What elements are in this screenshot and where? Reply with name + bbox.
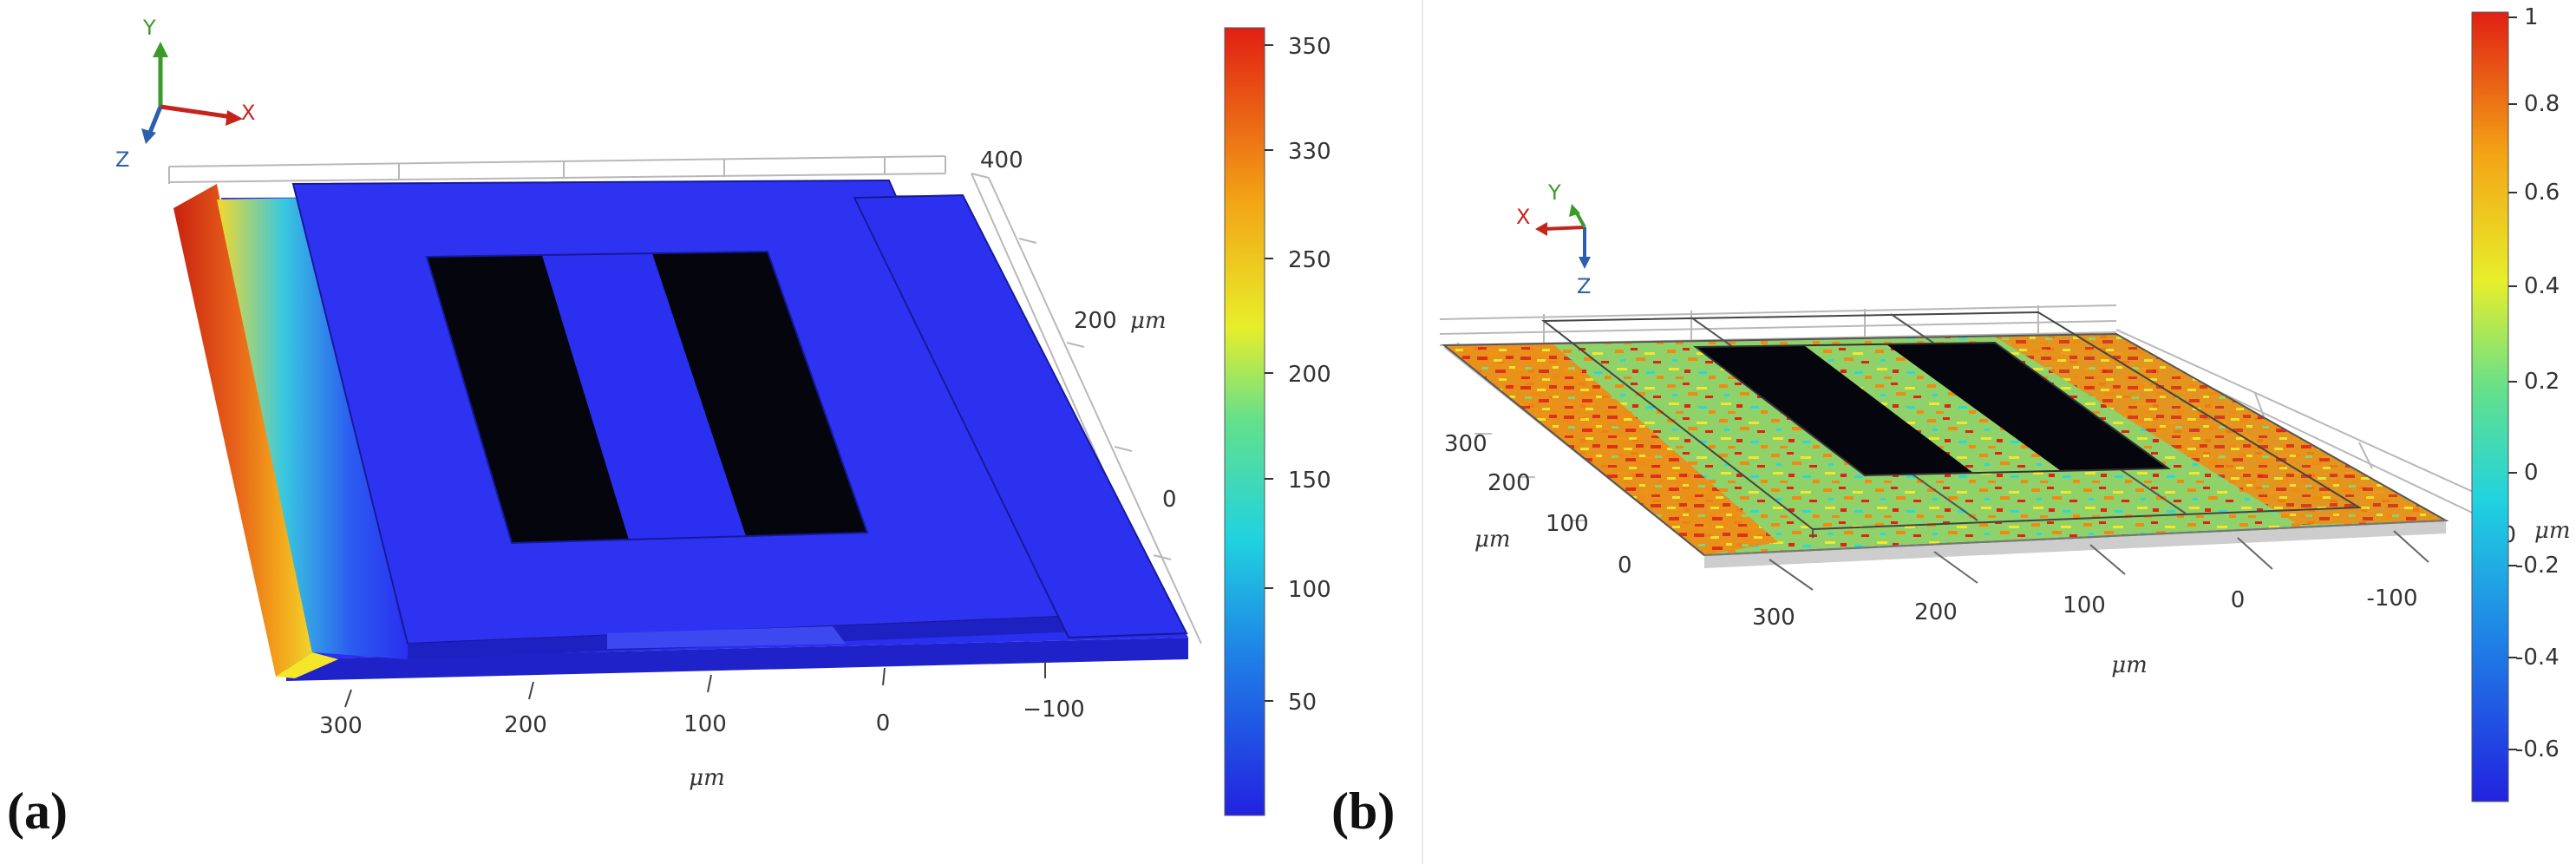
panel-a-base-slab-edge bbox=[286, 638, 1188, 681]
panel-b-right-axis-unit: μm bbox=[2534, 518, 2571, 544]
panel-a-colorbar bbox=[1224, 27, 1265, 816]
panel-a-triad-x-label: X bbox=[241, 101, 255, 125]
panel-b-label: (b) bbox=[1331, 782, 1396, 840]
panel-a-x-tick-labels: 300 200 100 0 −100 bbox=[319, 697, 1085, 739]
panel-b-colorbar-tick-label: 0.2 bbox=[2524, 369, 2560, 395]
panel-a-x-axis-unit: μm bbox=[689, 765, 725, 791]
panel-a-colorbar-tick-label: 250 bbox=[1288, 247, 1331, 273]
panel-a-triad-y-label: Y bbox=[142, 16, 156, 40]
panel-a-hot-corner bbox=[276, 652, 338, 678]
panel-b-z-axis-unit: μm bbox=[1474, 527, 1511, 553]
panel-a-colorbar-tick-label: 150 bbox=[1288, 468, 1331, 494]
panel-b-opening-left bbox=[1696, 345, 1973, 475]
panel-b-x-tick-label: 100 bbox=[2063, 592, 2106, 619]
panel-b-colorbar-tick-label: 0.8 bbox=[2524, 91, 2560, 117]
panel-b: 300 200 100 0 -100 μm 300 200 100 μm 0 0… bbox=[1439, 4, 2571, 802]
panel-a-colorbar-tick-label: 200 bbox=[1288, 362, 1331, 388]
panel-b-hot-band-right bbox=[1995, 334, 2446, 525]
panel-b-x-tick-labels: 300 200 100 0 -100 bbox=[1752, 586, 2417, 631]
panel-b-triad-y-label: Y bbox=[1547, 180, 1561, 205]
panel-b-colorbar-tick-label: 0.6 bbox=[2524, 180, 2560, 206]
panel-b-base-plane-edge bbox=[1704, 520, 2446, 568]
panel-b-colorbar-tick-label: -0.2 bbox=[2515, 553, 2560, 579]
panel-b-triad-z-label: Z bbox=[1577, 274, 1591, 298]
panel-a: 300 200 100 0 −100 μm 400 200 μm 0 Y X bbox=[115, 16, 1331, 816]
panel-a-x-tick-label: 200 bbox=[504, 712, 547, 738]
panel-b-axis-triad: X Y Z bbox=[1516, 180, 1591, 298]
panel-b-z-tick-label: 100 bbox=[1546, 511, 1589, 537]
panel-b-x-tick-label: -100 bbox=[2366, 586, 2417, 612]
panel-a-colorbar-tick-label: 100 bbox=[1288, 577, 1331, 603]
panel-a-hot-floor bbox=[217, 198, 408, 659]
panel-a-right-strip bbox=[853, 193, 1188, 639]
panel-b-raised-frame bbox=[1541, 311, 2363, 531]
panel-b-x-tick-label: 300 bbox=[1752, 605, 1795, 631]
panel-a-x-tick-label: −100 bbox=[1023, 697, 1084, 723]
panel-a-colorbar-ticks bbox=[1265, 44, 1273, 702]
panel-b-z-tick-label: 200 bbox=[1487, 470, 1531, 496]
panel-a-x-tick-label: 0 bbox=[876, 710, 891, 736]
panel-a-triad-z-label: Z bbox=[115, 147, 129, 172]
panel-a-y-axis-unit: μm bbox=[1130, 308, 1167, 334]
panel-a-colorbar-tick-label: 50 bbox=[1288, 690, 1317, 716]
panel-a-y-tick-label: 0 bbox=[1162, 487, 1177, 513]
panel-b-z-tick-label: 0 bbox=[1618, 553, 1632, 579]
panel-b-triad-x-label: X bbox=[1516, 205, 1530, 229]
panel-b-opening-border bbox=[1693, 341, 2171, 477]
panel-a-hot-wall bbox=[173, 184, 312, 677]
panel-a-bottom-axis bbox=[344, 661, 1046, 708]
panel-b-bottom-axis bbox=[1703, 520, 2447, 591]
panel-b-colorbar-tick-label: 1 bbox=[2524, 4, 2539, 30]
panel-a-opening-left bbox=[427, 255, 629, 543]
panel-b-hot-band-left bbox=[1444, 344, 1778, 555]
panel-a-axis-triad: Y X Z bbox=[115, 16, 255, 172]
panel-a-y-tick-label: 400 bbox=[980, 147, 1023, 173]
panel-b-x-tick-label: 200 bbox=[1914, 599, 1958, 625]
panel-b-colorbar-tick-label: -0.6 bbox=[2515, 736, 2560, 763]
panel-b-x-tick-label: 0 bbox=[2231, 587, 2246, 613]
panel-a-x-tick-label: 100 bbox=[683, 711, 727, 737]
panel-b-opening-right bbox=[1886, 343, 2168, 470]
panel-a-x-tick-label: 300 bbox=[319, 713, 363, 739]
panel-b-opening-middle bbox=[1804, 344, 2060, 473]
panel-a-colorbar-tick-label: 350 bbox=[1288, 34, 1331, 60]
panel-b-colorbar-tick-label: 0.4 bbox=[2524, 273, 2560, 299]
panel-b-colorbar-tick-label: -0.4 bbox=[2515, 645, 2560, 671]
panel-b-z-tick-label: 300 bbox=[1444, 431, 1487, 457]
panel-a-opening-right bbox=[652, 252, 867, 536]
panel-b-colorbar-ticks bbox=[2508, 16, 2517, 750]
panel-a-label: (a) bbox=[7, 782, 68, 840]
panel-a-bottom-tab bbox=[607, 626, 846, 649]
panel-b-colorbar-tick-label: 0 bbox=[2524, 460, 2539, 486]
panel-a-colorbar-tick-label: 330 bbox=[1288, 139, 1331, 165]
panel-a-opening-border bbox=[425, 250, 869, 545]
panel-a-opening-middle bbox=[542, 253, 746, 540]
panel-b-x-axis-unit: μm bbox=[2111, 652, 2148, 678]
panel-b-colorbar bbox=[2471, 11, 2509, 802]
panel-a-y-tick-label: 200 bbox=[1074, 308, 1117, 334]
